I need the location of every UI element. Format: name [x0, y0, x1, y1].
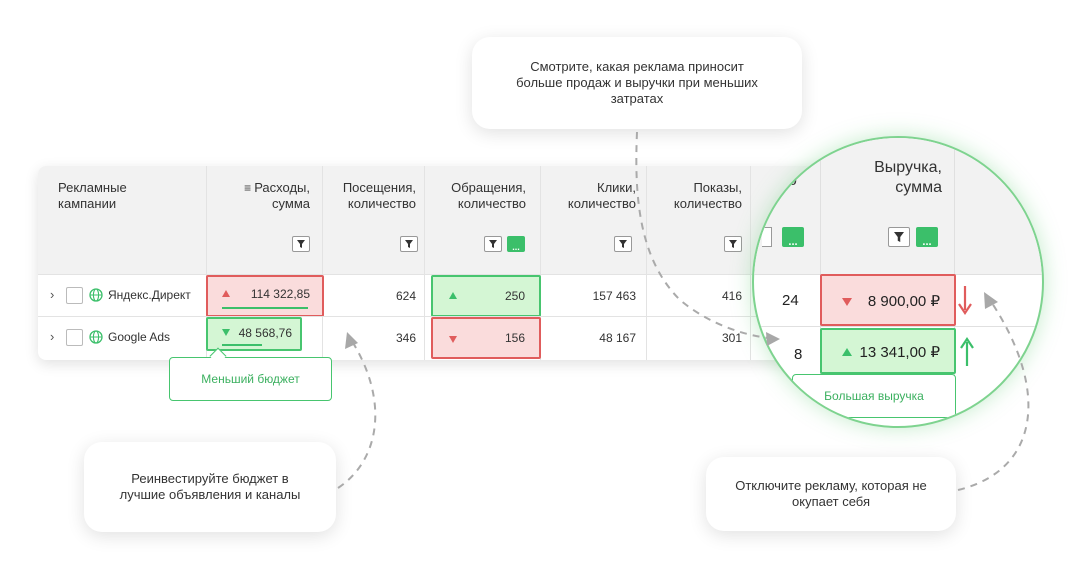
- lens-hidden-header: о: [788, 172, 797, 189]
- header-impressions[interactable]: Показы, количество: [654, 180, 742, 212]
- bar-chart-icon: ...: [788, 236, 798, 248]
- expenses-cell-decrease: 48 568,76: [206, 317, 302, 351]
- globe-icon: [89, 288, 103, 302]
- header-clicks[interactable]: Клики, количество: [550, 180, 636, 212]
- lens-header-revenue-label: Выручка, сумма: [874, 159, 942, 196]
- callout-reinvest: Реинвестируйте бюджет в лучшие объявлени…: [84, 442, 336, 532]
- filter-button-revenue[interactable]: [888, 227, 910, 247]
- header-impressions-label: Показы, количество: [673, 180, 742, 211]
- row-checkbox[interactable]: [66, 329, 83, 346]
- filter-icon: [405, 240, 413, 248]
- table-row[interactable]: › Google Ads 48 568,76 346 156 48 167 30…: [38, 316, 838, 359]
- callout-compare-ads: Смотрите, какая реклама приносит больше …: [472, 37, 802, 129]
- callout-reinvest-text: Реинвестируйте бюджет в лучшие объявлени…: [119, 471, 301, 502]
- chart-button-revenue[interactable]: ...: [916, 227, 938, 248]
- triangle-up-icon: [222, 290, 230, 297]
- header-requests-label: Обращения, количество: [451, 180, 526, 211]
- filter-button-visits[interactable]: [400, 236, 418, 252]
- triangle-up-icon: [449, 292, 457, 299]
- header-campaigns-label: Рекламные кампании: [58, 180, 127, 211]
- requests-cell-increase: 250: [431, 275, 541, 317]
- clicks-value: 157 463: [592, 289, 636, 303]
- requests-value: 156: [504, 331, 525, 345]
- visits-value: 624: [395, 289, 416, 303]
- expand-chevron-icon[interactable]: ›: [50, 329, 55, 344]
- campaign-name[interactable]: Google Ads: [108, 330, 171, 344]
- triangle-down-icon: [842, 298, 852, 306]
- triangle-down-icon: [222, 329, 230, 336]
- lens-revenue-cell-increase: 13 341,00 ₽: [820, 328, 956, 374]
- campaign-table: Рекламные кампании ≡Расходы, сумма Посещ…: [38, 166, 838, 360]
- impressions-value: 301: [721, 331, 742, 345]
- arrow-down-icon: [958, 286, 972, 315]
- row-checkbox[interactable]: [66, 287, 83, 304]
- filter-button-clicks[interactable]: [614, 236, 632, 252]
- callout-compare-text: Смотрите, какая реклама приносит больше …: [516, 59, 758, 106]
- filter-icon: [489, 240, 497, 248]
- lens-header-revenue[interactable]: Выручка, сумма: [834, 158, 942, 198]
- header-clicks-label: Клики, количество: [567, 180, 636, 211]
- lens-hidden-value: 24: [782, 292, 799, 309]
- chart-button-requests[interactable]: ...: [507, 236, 525, 252]
- header-expenses[interactable]: ≡Расходы, сумма: [210, 180, 310, 212]
- filter-icon: [619, 240, 627, 248]
- expenses-value: 48 568,76: [238, 326, 292, 340]
- lens-revenue-value: 8 900,00 ₽: [867, 293, 940, 310]
- requests-value: 250: [504, 289, 525, 303]
- bar-chart-icon: ...: [922, 236, 932, 248]
- expenses-value: 114 322,85: [250, 287, 310, 301]
- filter-icon: [297, 240, 305, 248]
- lens-hidden-value: 8: [794, 346, 803, 363]
- table-row[interactable]: › Яндекс.Директ 114 322,85 624 250 157 4…: [38, 274, 838, 317]
- impressions-value: 416: [721, 289, 742, 303]
- requests-cell-decrease: 156: [431, 317, 541, 359]
- expenses-bar: [222, 344, 262, 346]
- header-visits-label: Посещения, количество: [342, 180, 416, 211]
- bigger-revenue-label: Большая выручка: [824, 389, 924, 403]
- header-campaigns[interactable]: Рекламные кампании: [58, 180, 188, 212]
- filter-button-hidden[interactable]: [762, 227, 772, 247]
- triangle-down-icon: [449, 336, 457, 343]
- lens-revenue-cell-decrease: 8 900,00 ₽: [820, 274, 956, 326]
- lens-revenue-value: 13 341,00 ₽: [859, 344, 940, 361]
- filter-icon: [729, 240, 737, 248]
- triangle-up-icon: [842, 348, 852, 356]
- arrow-up-icon: [960, 337, 974, 366]
- callout-disable-text: Отключите рекламу, которая не окупает се…: [735, 478, 927, 509]
- header-expenses-label: Расходы, сумма: [254, 180, 310, 211]
- bar-chart-icon: ...: [512, 242, 520, 252]
- clicks-value: 48 167: [599, 331, 636, 345]
- arrow-left-to-budget: [337, 337, 377, 489]
- smaller-budget-label: Меньший бюджет: [201, 372, 300, 386]
- sort-icon[interactable]: ≡: [244, 181, 252, 195]
- expenses-bar: [222, 307, 308, 309]
- filter-button-requests[interactable]: [484, 236, 502, 252]
- expenses-cell-increase: 114 322,85: [206, 275, 324, 317]
- chart-button-hidden[interactable]: ...: [782, 227, 804, 248]
- filter-button-impressions[interactable]: [724, 236, 742, 252]
- expand-chevron-icon[interactable]: ›: [50, 287, 55, 302]
- callout-disable: Отключите рекламу, которая не окупает се…: [706, 457, 956, 531]
- globe-icon: [89, 330, 103, 344]
- header-requests[interactable]: Обращения, количество: [430, 180, 526, 212]
- filter-button-expenses[interactable]: [292, 236, 310, 252]
- lens-row-line: [754, 326, 1042, 327]
- campaign-name[interactable]: Яндекс.Директ: [108, 288, 191, 302]
- header-visits[interactable]: Посещения, количество: [328, 180, 416, 212]
- visits-value: 346: [395, 331, 416, 345]
- filter-icon: [894, 232, 904, 242]
- smaller-budget-tip: Меньший бюджет: [169, 357, 332, 401]
- bigger-revenue-tip: Большая выручка: [792, 374, 956, 418]
- lens-header-bg: [754, 138, 1042, 274]
- magnifier-lens: о Выручка, сумма ... ... 24 8 900,00 ₽ 8…: [752, 136, 1044, 428]
